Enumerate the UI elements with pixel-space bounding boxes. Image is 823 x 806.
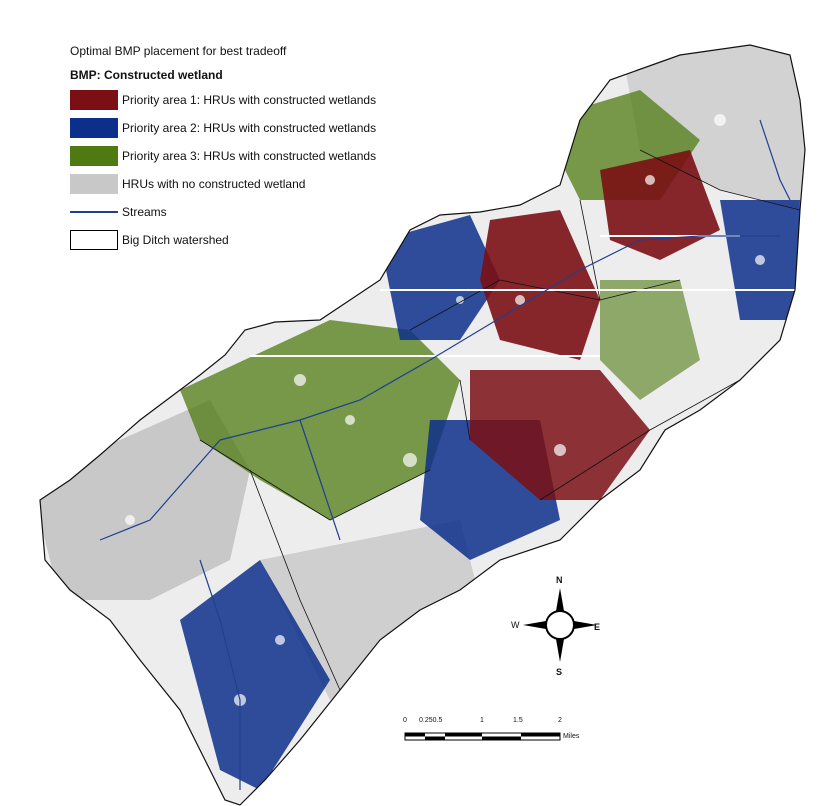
compass-south-label: S: [556, 667, 563, 677]
legend-label: Priority area 2: HRUs with constructed w…: [122, 121, 377, 135]
compass-east-label: E: [594, 622, 601, 632]
watershed-swatch: [70, 230, 118, 250]
watershed-outline: [39, 44, 806, 806]
compass-west-label: W: [511, 620, 520, 630]
streams: [99, 119, 791, 790]
scale-tick-label: 0.250.5: [419, 717, 443, 724]
legend-label: Priority area 1: HRUs with constructed w…: [122, 93, 377, 107]
legend-label: Priority area 3: HRUs with constructed w…: [122, 149, 377, 163]
priority-1-zone: [480, 210, 600, 360]
scale-tick-label: 2: [558, 717, 562, 724]
scale-units-label: Miles: [563, 733, 580, 740]
priority-3-zone: [600, 280, 700, 400]
priority-1-zone: [470, 370, 650, 500]
priority-2-zone: [180, 560, 330, 790]
scale-tick-label: 1.5: [513, 717, 523, 724]
priority-2-swatch: [70, 118, 118, 138]
compass-north-label: N: [556, 575, 563, 585]
priority-1-zone: [600, 150, 720, 260]
no-wetland-swatch: [70, 174, 118, 194]
legend-label: Streams: [122, 205, 167, 219]
stream-line-swatch: [70, 211, 118, 213]
compass-rose: [523, 588, 597, 662]
legend-label: Big Ditch watershed: [122, 233, 229, 247]
legend-title: Optimal BMP placement for best tradeoff: [70, 44, 287, 58]
no-wetland-zone: [40, 400, 250, 600]
priority-1-swatch: [70, 90, 118, 110]
scale-tick-label: 1: [480, 717, 484, 724]
priority-2-zone: [380, 215, 500, 340]
legend-subtitle: BMP: Constructed wetland: [70, 68, 223, 82]
no-wetland-zone: [620, 45, 805, 210]
priority-3-swatch: [70, 146, 118, 166]
legend-label: HRUs with no constructed wetland: [122, 177, 306, 191]
scale-bar: [404, 732, 561, 741]
scale-tick-label: 0: [403, 717, 407, 724]
